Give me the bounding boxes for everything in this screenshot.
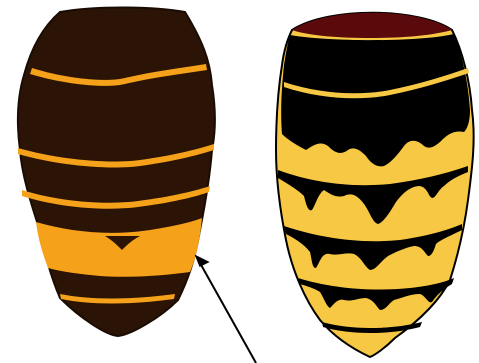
left-abdomen-body	[18, 8, 215, 337]
left-abdomen	[18, 8, 215, 337]
right-abdomen	[276, 13, 474, 357]
arrow-shaft	[200, 263, 256, 363]
arrow-head	[196, 256, 208, 266]
pointer-arrow	[196, 256, 256, 363]
right-red-cap	[292, 13, 452, 38]
